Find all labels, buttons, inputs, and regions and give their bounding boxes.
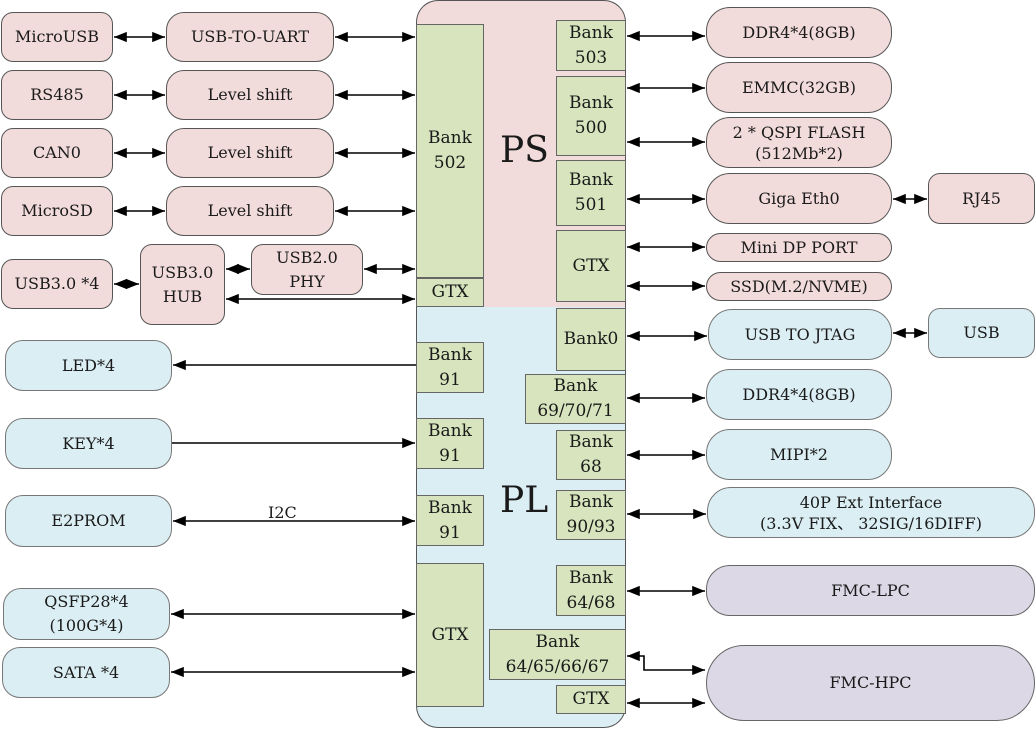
level-shift-sd-block: Level shift [166, 186, 334, 236]
emmc-block: EMMC(32GB) [706, 62, 892, 113]
level-shift-can-block: Level shift [166, 128, 334, 178]
bank-91-e2prom: Bank 91 [416, 495, 484, 546]
bank-501: Bank 501 [556, 160, 626, 226]
mini-dp-block: Mini DP PORT [706, 233, 892, 262]
bank-91-key: Bank 91 [416, 418, 484, 469]
bank-91-led: Bank 91 [416, 342, 484, 393]
bank-gtx-pl-right: GTX [556, 685, 626, 714]
wire-bank64-67-hpc [627, 650, 705, 676]
usb3-x4-block: USB3.0 *4 [1, 259, 113, 309]
bank-90-93: Bank 90/93 [556, 490, 626, 540]
rs485-block: RS485 [1, 70, 113, 120]
e2prom-block: E2PROM [5, 495, 172, 547]
bank-gtx-pl-left: GTX [416, 563, 484, 707]
usb-to-jtag-block: USB TO JTAG [708, 309, 892, 360]
ssd-block: SSD(M.2/NVME) [706, 272, 892, 301]
rj45-block: RJ45 [928, 173, 1035, 224]
key-block: KEY*4 [5, 418, 172, 469]
ddr4-pl-block: DDR4*4(8GB) [706, 369, 892, 420]
pl-label: PL [500, 480, 549, 521]
bank-64-65-66-67: Bank 64/65/66/67 [489, 629, 626, 680]
bank-68: Bank 68 [556, 430, 626, 480]
bank-69-70-71: Bank 69/70/71 [525, 374, 626, 424]
bank-0: Bank0 [556, 308, 626, 371]
usb-to-uart-block: USB-TO-UART [166, 12, 334, 62]
bank-502: Bank 502 [416, 24, 484, 278]
ext-40p-interface-block: 40P Ext Interface (3.3V FIX、 32SIG/16DIF… [707, 487, 1035, 538]
sata-block: SATA *4 [2, 647, 170, 698]
fmc-hpc-block: FMC-HPC [706, 645, 1035, 721]
bank-gtx-ps-right: GTX [556, 230, 626, 302]
bank-500: Bank 500 [556, 76, 626, 156]
bank-64-68: Bank 64/68 [556, 565, 626, 616]
qspi-flash-block: 2 * QSPI FLASH (512Mb*2) [706, 117, 892, 168]
bank-503: Bank 503 [556, 20, 626, 71]
usb3-hub-block: USB3.0 HUB [140, 244, 225, 325]
can0-block: CAN0 [1, 128, 113, 178]
led-block: LED*4 [5, 340, 172, 391]
microsd-block: MicroSD [1, 186, 113, 236]
fmc-lpc-block: FMC-LPC [706, 565, 1035, 616]
microusb-block: MicroUSB [1, 12, 113, 62]
level-shift-rs485-block: Level shift [166, 70, 334, 120]
ddr4-ps-block: DDR4*4(8GB) [706, 7, 892, 58]
mipi-block: MIPI*2 [706, 429, 892, 480]
bank-gtx-ps-left: GTX [416, 278, 484, 307]
qsfp28-block: QSFP28*4 (100G*4) [3, 588, 170, 640]
usb2-phy-block: USB2.0 PHY [251, 244, 363, 295]
giga-eth0-block: Giga Eth0 [706, 173, 892, 224]
usb-block: USB [928, 308, 1035, 358]
ps-label: PS [500, 130, 549, 171]
